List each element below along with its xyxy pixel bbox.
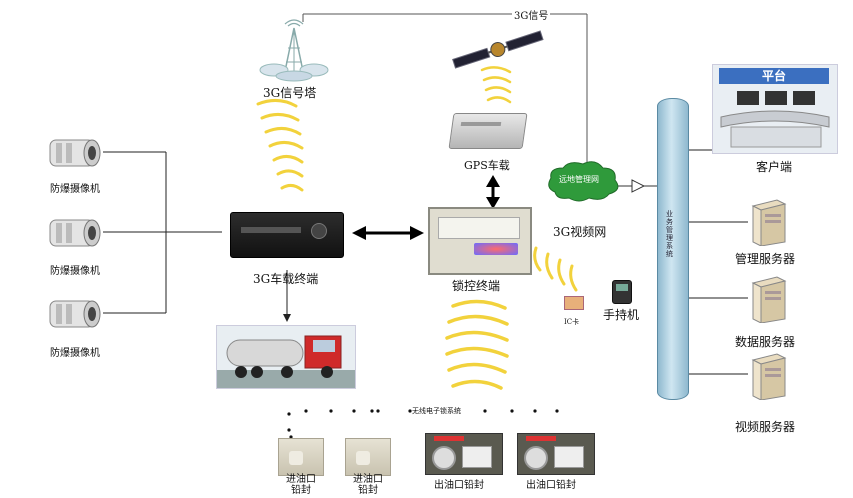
ic-card-icon [564, 296, 584, 310]
tower-label: 3G信号塔 [263, 86, 317, 100]
wireless-label: 无线电子锁系统 [412, 407, 461, 415]
terminal-label: 3G车载终端 [253, 272, 319, 286]
gps-slot-icon [460, 122, 502, 126]
signal-tower [258, 18, 330, 82]
seal-out-2 [517, 433, 595, 475]
client-label: 客户端 [756, 160, 793, 174]
seal-out-2-label: 出油口铅封 [526, 480, 576, 491]
seal-red-band-icon [434, 436, 464, 441]
camera-3-label: 防爆摄像机 [50, 348, 100, 359]
led-icon [474, 243, 518, 255]
seal-icon [289, 451, 303, 465]
lock-terminal [428, 207, 532, 275]
gps-label: GPS车载 [464, 159, 510, 172]
camera-2 [48, 214, 102, 252]
vehicle-terminal [230, 212, 344, 258]
network-cloud: 远地管理网 [543, 160, 623, 204]
camera-1 [48, 134, 102, 172]
lock-terminal-label: 锁控终端 [452, 279, 501, 293]
seal-red-band-icon [526, 436, 556, 441]
platform-banner: 平台 [719, 68, 829, 84]
tower-icon [259, 19, 329, 82]
console-icon [720, 91, 830, 148]
mgmt-server-label: 管理服务器 [735, 252, 796, 266]
seal-icon [356, 451, 370, 465]
camera-icon [49, 300, 101, 328]
network-label: 3G视频网 [553, 225, 607, 239]
camera-icon [49, 139, 101, 167]
lock-panel [438, 217, 520, 239]
data-server-label: 数据服务器 [735, 335, 796, 349]
signal-waves-satellite [480, 66, 512, 104]
gps-device [448, 113, 528, 149]
tanker-truck [216, 325, 356, 389]
bus-label: 业务管理系统 [666, 210, 673, 258]
platform-client: 平台 [712, 64, 838, 154]
handheld-screen-icon [616, 284, 628, 291]
satellite [448, 30, 548, 70]
seal-out-1-label: 出油口铅封 [434, 480, 484, 491]
seal-in-2-label: 进油口铅封 [353, 474, 383, 496]
server-icon [751, 199, 787, 247]
handheld-device [612, 280, 632, 304]
seal-box-icon [554, 446, 584, 468]
camera-1-label: 防爆摄像机 [50, 184, 100, 195]
mgmt-server [749, 198, 787, 247]
terminal-panel-icon [241, 227, 301, 233]
terminal-knob-icon [311, 223, 327, 239]
business-bus [657, 98, 689, 400]
truck-icon [217, 335, 355, 388]
signal-waves-tower [256, 99, 304, 192]
data-server [749, 275, 787, 324]
camera-2-label: 防爆摄像机 [50, 266, 100, 277]
valve-icon [524, 446, 548, 470]
server-icon [751, 353, 787, 401]
satellite-icon [452, 30, 544, 69]
camera-icon [49, 219, 101, 247]
signal-waves-handheld [533, 246, 578, 292]
signal-line-label: 3G信号 [512, 7, 551, 22]
cloud-icon [548, 161, 619, 202]
video-server [749, 352, 787, 401]
ic-card-label: IC卡 [564, 318, 580, 326]
video-server-label: 视频服务器 [735, 420, 796, 434]
camera-3 [48, 295, 102, 333]
seal-in-2 [345, 438, 391, 476]
valve-icon [432, 446, 456, 470]
signal-waves-seals [445, 299, 509, 390]
cloud-label: 远地管理网 [559, 175, 599, 184]
seal-in-1-label: 进油口铅封 [286, 474, 316, 496]
seal-out-1 [425, 433, 503, 475]
handheld-label: 手持机 [603, 308, 640, 322]
seal-box-icon [462, 446, 492, 468]
wireless-dots [287, 409, 559, 439]
seal-in-1 [278, 438, 324, 476]
server-icon [751, 276, 787, 324]
